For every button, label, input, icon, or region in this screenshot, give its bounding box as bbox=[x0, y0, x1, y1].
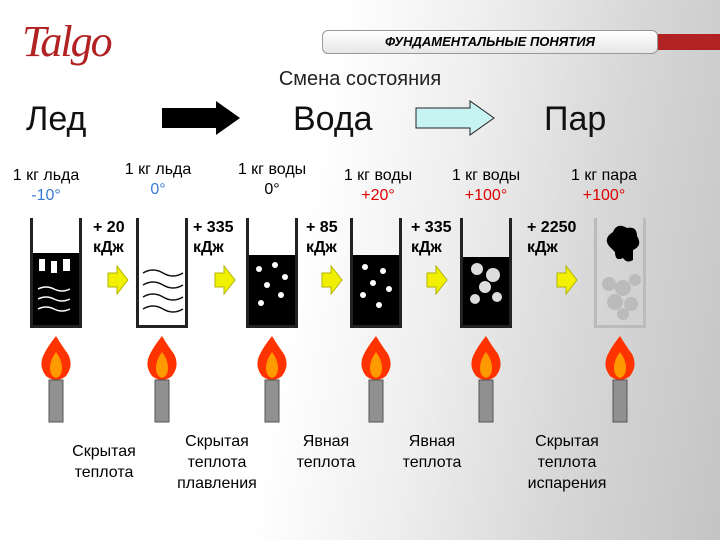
banner-accent-bar bbox=[640, 34, 720, 50]
steam-clouds-icon bbox=[602, 225, 641, 320]
beaker-water-boiling bbox=[460, 218, 512, 328]
section-banner: ФУНДАМЕНТАЛЬНЫЕ ПОНЯТИЯ bbox=[322, 30, 658, 54]
yellow-arrow-icon bbox=[556, 265, 578, 295]
cyan-transition-arrow-icon bbox=[415, 100, 495, 136]
state-water-heading: Вода bbox=[293, 100, 373, 138]
beaker-steam bbox=[594, 218, 646, 328]
state-ice-heading: Лед bbox=[26, 100, 87, 138]
beaker-ice-melting bbox=[136, 218, 188, 328]
stage-label: 1 кг воды+20° bbox=[343, 167, 413, 204]
yellow-arrow-icon bbox=[214, 265, 236, 295]
yellow-arrow-icon bbox=[426, 265, 448, 295]
burner-flame-icon bbox=[41, 336, 71, 423]
slide-subtitle: Смена состояния bbox=[278, 68, 442, 90]
water-bubbles-icon bbox=[360, 264, 392, 308]
stage-label: 1 кг льда-10° bbox=[12, 167, 80, 204]
yellow-arrow-icon bbox=[321, 265, 343, 295]
water-bubbles-icon bbox=[256, 262, 288, 306]
talgo-logo: Talgo bbox=[22, 17, 113, 66]
burner-flame-icon bbox=[605, 336, 635, 423]
burner-flame-icon bbox=[257, 336, 287, 423]
beaker-water-0 bbox=[246, 218, 298, 328]
state-steam-heading: Пар bbox=[544, 100, 607, 138]
ice-swirls-icon bbox=[142, 269, 184, 313]
stage-label: 1 кг воды+100° bbox=[451, 167, 521, 204]
burner-flame-icon bbox=[147, 336, 177, 423]
yellow-arrow-icon bbox=[107, 265, 129, 295]
boiling-bubbles-icon bbox=[470, 263, 502, 304]
ice-cubes-icon bbox=[37, 259, 71, 312]
beaker-ice-cold bbox=[30, 218, 82, 328]
black-transition-arrow-icon bbox=[162, 101, 240, 135]
burner-flame-icon bbox=[471, 336, 501, 423]
beaker-water-20 bbox=[350, 218, 402, 328]
burner-flame-icon bbox=[361, 336, 391, 423]
stage-label: 1 кг пара+100° bbox=[571, 167, 637, 204]
